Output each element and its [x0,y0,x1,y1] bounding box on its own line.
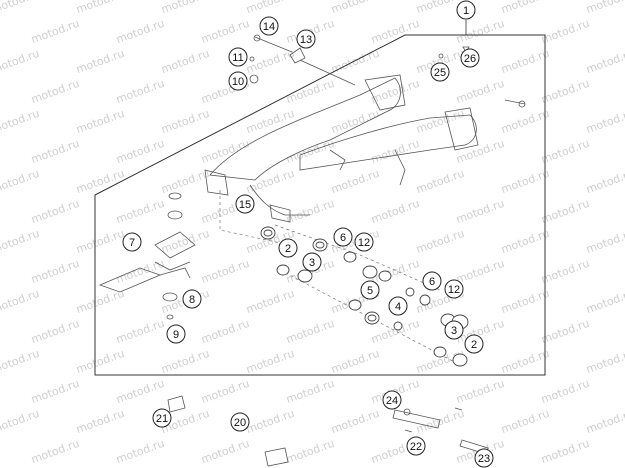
callout-number: 5 [367,285,373,297]
callout-circle [406,436,426,456]
callout-circle [444,279,464,299]
callout-circle [460,48,480,68]
callout-number: 10 [232,76,244,88]
callout-circle [259,16,279,36]
callout-circle [444,320,464,340]
callout-number: 22 [410,441,422,453]
callout-23: 23 [474,448,494,468]
callout-4: 4 [388,296,408,316]
callout-21: 21 [152,408,172,428]
callout-circle [122,232,142,252]
callout-11: 11 [228,47,248,67]
alignment-lines [219,190,461,366]
callout-15: 15 [235,194,255,214]
callout-26: 26 [460,48,480,68]
callout-6: 6 [422,271,442,291]
callout-number: 25 [434,67,446,79]
bottom-parts [167,395,489,467]
callout-8: 8 [182,289,202,309]
callout-2: 2 [464,334,484,354]
callout-12: 12 [444,279,464,299]
callout-circle [302,252,322,272]
callout-circle [230,412,250,432]
callout-circle [166,324,186,344]
callout-number: 8 [189,294,195,306]
callout-number: 26 [464,53,476,65]
callout-10: 10 [228,71,248,91]
callout-circle [382,390,402,410]
callout-number: 6 [429,276,435,288]
callout-circle [422,271,442,291]
callout-number: 24 [386,395,398,407]
callout-number: 6 [340,232,346,244]
callout-circle [474,448,494,468]
callout-number: 13 [300,34,312,46]
callout-number: 14 [263,21,275,33]
callout-number: 1 [463,5,469,17]
callout-circle [296,29,316,49]
callout-13: 13 [296,29,316,49]
callout-number: 21 [156,413,168,425]
callout-number: 3 [451,325,457,337]
callout-12: 12 [354,232,374,252]
swingarm-body [204,34,526,223]
callout-number: 2 [285,243,291,255]
callout-circle [360,280,380,300]
callout-14: 14 [259,16,279,36]
callout-25: 25 [430,62,450,82]
callout-number: 15 [239,199,251,211]
callout-6: 6 [333,227,353,247]
callout-number: 2 [471,339,477,351]
callout-number: 7 [129,237,135,249]
callout-circle [235,194,255,214]
callout-circle [333,227,353,247]
callout-circle [430,62,450,82]
callout-1: 1 [456,0,476,20]
callout-5: 5 [360,280,380,300]
callout-number: 4 [395,301,401,313]
callout-number: 23 [478,453,490,465]
callout-circle [152,408,172,428]
assembly-outline [94,34,546,376]
callout-circle [278,238,298,258]
callout-24: 24 [382,390,402,410]
callout-number: 20 [234,417,246,429]
callout-3: 3 [444,320,464,340]
callout-2: 2 [278,238,298,258]
left-mount-parts [98,192,196,320]
callout-circle [228,71,248,91]
callout-circle [464,334,484,354]
callout-20: 20 [230,412,250,432]
callout-number: 3 [309,257,315,269]
callout-circle [456,0,476,20]
callout-7: 7 [122,232,142,252]
callout-22: 22 [406,436,426,456]
callout-number: 9 [173,329,179,341]
callout-circle [354,232,374,252]
callout-9: 9 [166,324,186,344]
callout-circle [388,296,408,316]
callout-number: 12 [358,237,370,249]
callout-number: 11 [232,52,243,64]
callout-circle [182,289,202,309]
callout-number: 12 [448,284,460,296]
left-bearing-set [260,226,469,367]
callout-3: 3 [302,252,322,272]
callout-circle [228,47,248,67]
